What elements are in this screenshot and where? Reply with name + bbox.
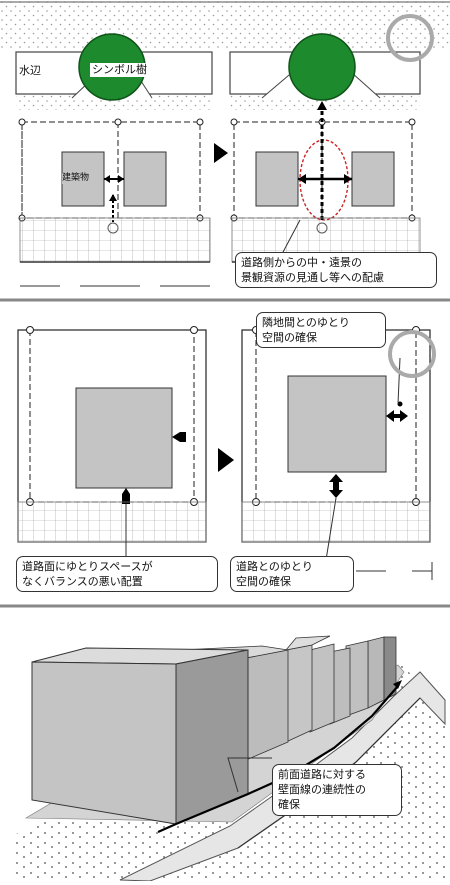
waterside-label: 水辺 xyxy=(19,64,41,77)
sightline-callout: 道路側からの中・遠景の 景観資源の見通し等への配慮 xyxy=(235,252,437,289)
site-boundary xyxy=(21,121,201,219)
panel-1-transition-arrow xyxy=(214,143,228,163)
bad-placement-callout: 道路面にゆとりスペースが なくバランスの悪い配置 xyxy=(16,556,218,593)
building-left-after xyxy=(255,151,299,207)
panel-2-after xyxy=(241,326,433,580)
panel-1-after xyxy=(229,33,421,263)
road-grid xyxy=(19,217,211,263)
near-building xyxy=(31,647,249,825)
wall-continuity-callout-line-1: 前面道路に対する xyxy=(278,768,366,781)
wall-continuity-callout: 前面道路に対する 壁面線の連続性の 確保 xyxy=(272,764,402,816)
panel-1-sightline xyxy=(0,0,450,287)
symbol-tree-crown-after xyxy=(288,33,356,101)
neighbor-gap-callout-line-2: 空間の確保 xyxy=(262,331,317,345)
sightline-callout-line-1: 道路側からの中・遠景の xyxy=(241,256,362,269)
neighbor-gap-callout-line-1: 隣地間とのゆとり xyxy=(262,316,350,329)
highlight-circle-1 xyxy=(386,14,434,62)
panel-2-transition-arrow xyxy=(218,448,234,472)
sightline-callout-line-2: 景観資源の見通し等への配慮 xyxy=(241,271,384,285)
bad-placement-callout-line-2: なくバランスの悪い配置 xyxy=(22,575,143,589)
wall-continuity-callout-line-3: 確保 xyxy=(278,798,300,812)
building-right-after xyxy=(351,151,395,207)
building-bad-placement xyxy=(75,387,173,489)
road-grid-2 xyxy=(17,501,207,543)
wall-continuity-callout-line-2: 壁面線の連続性の xyxy=(278,783,366,797)
bad-placement-callout-line-1: 道路面にゆとりスペースが xyxy=(22,560,153,573)
building-gap-label: 建築物 xyxy=(62,173,90,185)
road-gap-callout-line-1: 道路とのゆとり xyxy=(236,560,313,573)
wall-line-arrow xyxy=(175,685,399,826)
road-gap-callout: 道路とのゆとり 空間の確保 xyxy=(230,556,354,593)
top-dotted-strip xyxy=(0,0,450,48)
panel-3-wall-continuity xyxy=(16,635,446,882)
building-right xyxy=(123,151,167,207)
panel-2-setback xyxy=(17,326,436,580)
highlight-circle-2 xyxy=(388,330,436,378)
symbol-tree-label: シンボル樹 xyxy=(90,63,149,77)
road-grid-2-after xyxy=(241,501,431,543)
setback-boundary-after xyxy=(255,329,417,503)
lower-dotted-strip xyxy=(16,94,212,110)
building-good-placement xyxy=(287,375,387,473)
panel-2-before xyxy=(17,326,207,556)
neighbor-gap-callout: 隣地間とのゆとり 空間の確保 xyxy=(256,312,386,349)
road-gap-callout-line-2: 空間の確保 xyxy=(236,575,291,589)
